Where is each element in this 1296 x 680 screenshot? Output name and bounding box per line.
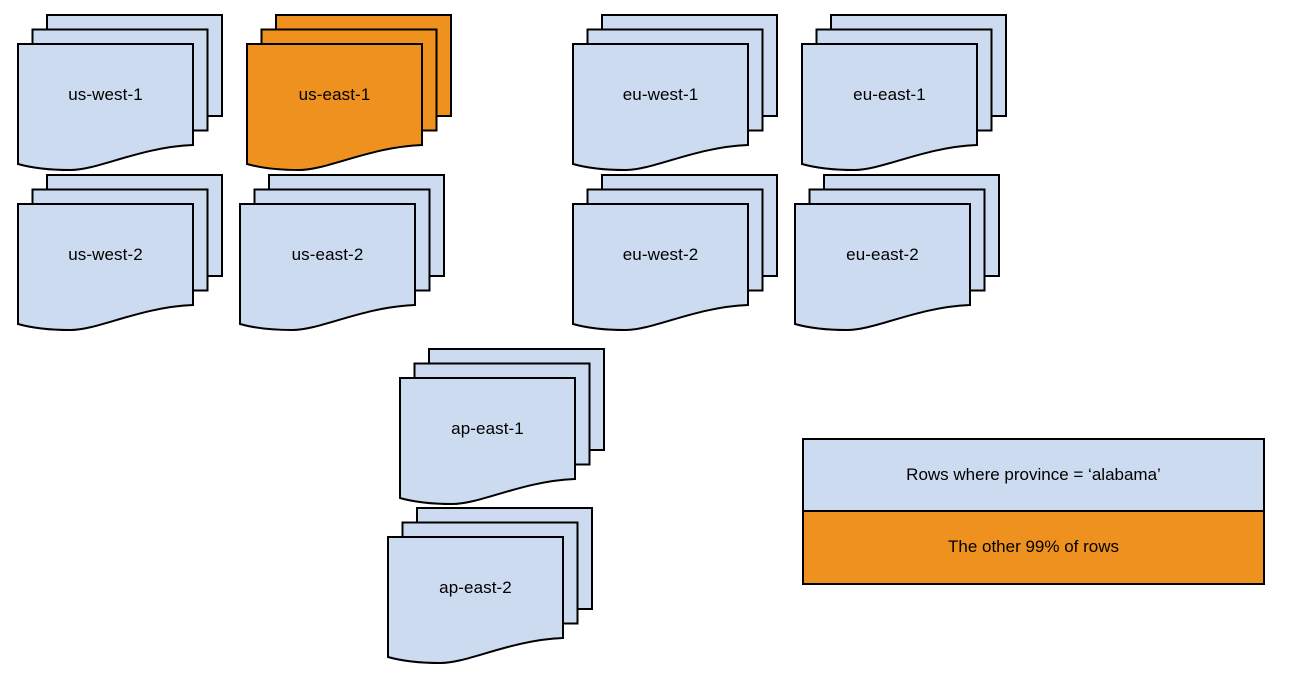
stack-sheet	[801, 43, 978, 172]
region-stack-ap-east-1[interactable]: ap-east-1	[398, 347, 606, 506]
stack-shape-eu-west-2	[572, 174, 778, 332]
stack-shape-us-west-1	[17, 14, 223, 172]
region-stack-us-east-1[interactable]: us-east-1	[245, 13, 453, 172]
region-stack-ap-east-2[interactable]: ap-east-2	[386, 506, 594, 665]
region-stack-eu-west-1[interactable]: eu-west-1	[571, 13, 779, 172]
legend-label-blue: Rows where province = ‘alabama’	[906, 464, 1161, 484]
stack-shape-us-east-2	[239, 174, 445, 332]
legend-label-orange: The other 99% of rows	[947, 537, 1120, 557]
region-stack-eu-east-2[interactable]: eu-east-2	[793, 173, 1001, 332]
stack-sheet	[246, 43, 423, 172]
region-stack-eu-west-2[interactable]: eu-west-2	[571, 173, 779, 332]
legend-row-blue: Rows where province = ‘alabama’	[804, 440, 1263, 512]
legend-box: Rows where province = ‘alabama’ The othe…	[802, 438, 1265, 585]
legend-row-orange: The other 99% of rows	[804, 511, 1263, 583]
region-stack-us-west-2[interactable]: us-west-2	[16, 173, 224, 332]
stack-shape-us-west-2	[17, 174, 223, 332]
stack-sheet	[572, 203, 749, 332]
stack-shape-ap-east-1	[399, 348, 605, 506]
stack-sheet	[399, 377, 576, 506]
stack-shape-us-east-1	[246, 14, 452, 172]
region-stack-us-west-1[interactable]: us-west-1	[16, 13, 224, 172]
stack-sheet	[572, 43, 749, 172]
stack-shape-eu-west-1	[572, 14, 778, 172]
stack-shape-eu-east-2	[794, 174, 1000, 332]
stack-sheet	[17, 43, 194, 172]
region-stack-us-east-2[interactable]: us-east-2	[238, 173, 446, 332]
stack-sheet	[794, 203, 971, 332]
stack-shape-eu-east-1	[801, 14, 1007, 172]
stack-sheet	[17, 203, 194, 332]
stack-sheet	[387, 536, 564, 665]
stack-sheet	[239, 203, 416, 332]
region-stack-eu-east-1[interactable]: eu-east-1	[800, 13, 1008, 172]
stack-shape-ap-east-2	[387, 507, 593, 665]
